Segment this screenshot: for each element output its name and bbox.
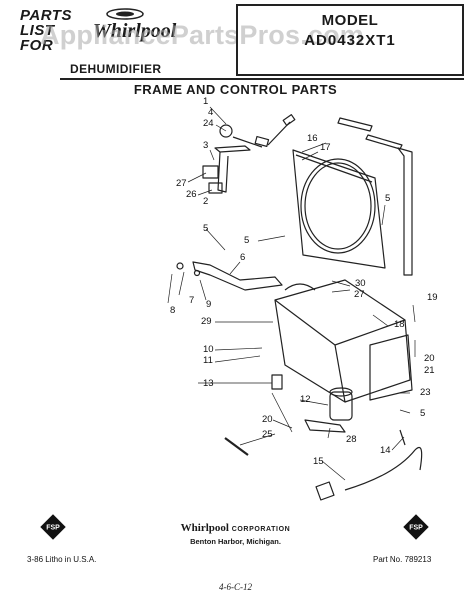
- callout-6: 6: [240, 252, 246, 263]
- frame-back-panel: [292, 149, 386, 269]
- corp-city: Benton Harbor, Michigan.: [190, 537, 281, 546]
- callout-17: 17: [320, 142, 331, 153]
- fsp-badge-right-icon: FSP: [403, 514, 429, 540]
- watermark: AppliancePartsPros.com: [40, 20, 365, 50]
- power-cord: [315, 429, 423, 501]
- print-info: 3-86 Litho in U.S.A.: [27, 555, 97, 564]
- whirlpool-logo: Whirlpool: [85, 6, 205, 46]
- callout-20b: 20: [262, 414, 273, 425]
- callout-5d: 5: [420, 408, 426, 419]
- callout-27b: 27: [354, 289, 365, 300]
- callout-24: 24: [203, 118, 214, 129]
- callout-2: 2: [203, 196, 209, 207]
- callout-5a: 5: [203, 223, 209, 234]
- callout-3: 3: [203, 140, 209, 151]
- callout-25: 25: [262, 429, 273, 440]
- callout-15: 15: [313, 456, 324, 467]
- callout-16: 16: [307, 133, 318, 144]
- callout-26: 26: [186, 189, 197, 200]
- callout-20a: 20: [424, 353, 435, 364]
- callout-21: 21: [424, 365, 435, 376]
- drain-block: [271, 374, 283, 390]
- capacitor: [304, 387, 353, 433]
- callout-19: 19: [427, 292, 438, 303]
- callout-12: 12: [300, 394, 311, 405]
- callout-4: 4: [208, 107, 214, 118]
- brand-name: Whirlpool: [93, 20, 177, 42]
- base-pan: [274, 279, 413, 403]
- callout-18: 18: [394, 319, 405, 330]
- handwritten-note: 4-6-C-12: [219, 582, 252, 592]
- callout-13: 13: [203, 378, 214, 389]
- leader-lines: [167, 106, 416, 481]
- list-word: LIST: [20, 22, 55, 39]
- corporation-line: Whirlpool CORPORATION: [0, 522, 471, 534]
- callout-9: 9: [206, 299, 212, 310]
- callout-27: 27: [176, 178, 187, 189]
- part-number: Part No. 789213: [373, 555, 432, 564]
- svg-text:FSP: FSP: [409, 525, 423, 532]
- callout-14: 14: [380, 445, 391, 456]
- callout-29: 29: [201, 316, 212, 327]
- model-number: AD0432XT1: [304, 32, 396, 49]
- callout-30: 30: [355, 278, 366, 289]
- callout-28: 28: [346, 434, 357, 445]
- foam-strips: [337, 117, 413, 276]
- parts-word: PARTS: [20, 7, 72, 24]
- control-bracket: [202, 114, 296, 194]
- product-name: DEHUMIDIFIER: [70, 62, 162, 76]
- tube: [224, 437, 249, 456]
- fsp-badge-left-icon: FSP: [40, 514, 66, 540]
- support-rail: [176, 261, 283, 291]
- callout-10: 10: [203, 344, 214, 355]
- svg-text:FSP: FSP: [46, 525, 60, 532]
- logo-swirl-icon: [106, 8, 144, 20]
- callout-23: 23: [420, 387, 431, 398]
- parts-list-block: PARTS LIST FOR: [20, 8, 210, 83]
- callout-1: 1: [203, 96, 209, 107]
- callout-5c: 5: [244, 235, 250, 246]
- callout-11: 11: [203, 355, 213, 366]
- section-title: FRAME AND CONTROL PARTS: [133, 82, 338, 97]
- model-box: MODEL AD0432XT1: [236, 4, 464, 76]
- callout-8: 8: [170, 305, 176, 316]
- corp-suffix: CORPORATION: [231, 526, 291, 533]
- for-word: FOR: [20, 37, 54, 54]
- callout-7: 7: [189, 295, 195, 306]
- callout-5b: 5: [385, 193, 391, 204]
- model-label: MODEL: [321, 12, 379, 29]
- header-divider: [60, 78, 464, 80]
- corp-name: Whirlpool: [180, 522, 229, 534]
